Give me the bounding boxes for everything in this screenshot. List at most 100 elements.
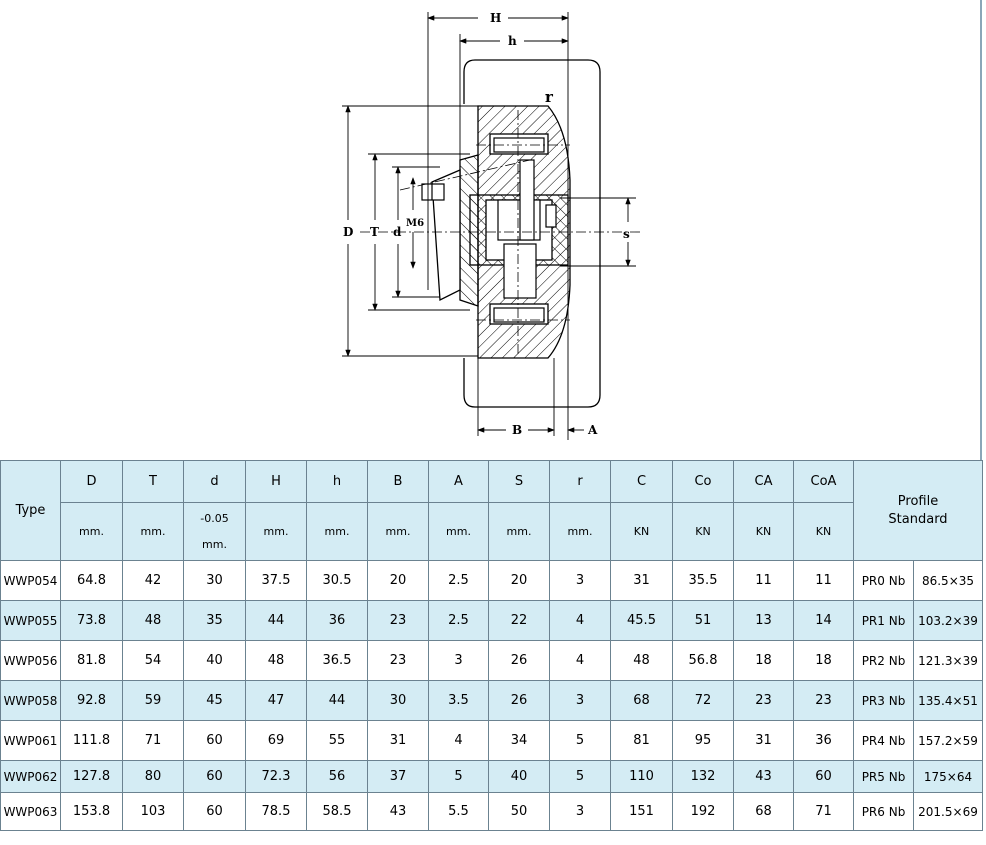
unit-CoA: KN [793,502,854,561]
header-A: A [428,460,489,503]
cell-t: 54 [122,640,184,681]
table-header-row: Type D T d H h B A S r C Co CA CoA Profi… [0,460,983,561]
dim-label-B: B [512,423,522,437]
cell-co: 56.8 [672,640,734,681]
cell-c: 31 [610,560,673,601]
unit-CA: KN [733,502,794,561]
m6-screw [421,183,445,201]
cell-d: 35 [183,600,246,641]
cell-d: 60 [183,720,246,761]
unit-Co: KN [672,502,734,561]
dim-label-H: H [490,11,501,25]
cell-h: 69 [245,720,307,761]
header-CA: CA [733,460,794,503]
cell-ca: 68 [733,792,794,831]
cell-d: 111.8 [60,720,123,761]
cell-profile: PR4 Nb [853,720,914,761]
cell-profile: PR6 Nb [853,792,914,831]
cell-a: 5.5 [428,792,489,831]
cell-co: 72 [672,680,734,721]
cell-profile: PR5 Nb [853,760,914,793]
cell-profile: PR0 Nb [853,560,914,601]
cell-h: 55 [306,720,368,761]
cell-c: 68 [610,680,673,721]
cell-h: 37.5 [245,560,307,601]
cell-profile-size: 201.5×69 [913,792,983,831]
unit-H: mm. [245,502,307,561]
cell-h: 44 [306,680,368,721]
cell-b: 37 [367,760,429,793]
dim-label-d: d [393,225,402,239]
cell-ca: 18 [733,640,794,681]
bearing-spec-table: Type D T d H h B A S r C Co CA CoA Profi… [0,460,983,831]
cell-co: 35.5 [672,560,734,601]
cell-d: 127.8 [60,760,123,793]
unit-B: mm. [367,502,429,561]
unit-D: mm. [60,502,123,561]
unit-C: KN [610,502,673,561]
cell-co: 132 [672,760,734,793]
cell-c: 48 [610,640,673,681]
cell-d: 45 [183,680,246,721]
cell-r: 5 [549,720,611,761]
cell-profile-size: 86.5×35 [913,560,983,601]
cell-c: 151 [610,792,673,831]
header-profile-standard: Profile Standard [853,460,983,561]
cell-c: 110 [610,760,673,793]
cell-profile-size: 135.4×51 [913,680,983,721]
cell-d: 30 [183,560,246,601]
cell-d: 73.8 [60,600,123,641]
cell-h: 48 [245,640,307,681]
cell-t: 80 [122,760,184,793]
cell-profile: PR3 Nb [853,680,914,721]
header-H: H [245,460,307,503]
cell-t: 71 [122,720,184,761]
cell-d: 40 [183,640,246,681]
cell-d: 60 [183,792,246,831]
cell-d: 81.8 [60,640,123,681]
dimension-labels: H h r D T d M6 s B A [343,11,630,437]
cell-ca: 11 [733,560,794,601]
header-type: Type [0,460,61,561]
dim-label-s: s [623,227,630,241]
header-S: S [488,460,550,503]
cell-a: 4 [428,720,489,761]
cell-type: WWP058 [0,680,61,721]
page-edge [980,0,982,460]
cell-co: 192 [672,792,734,831]
cell-type: WWP062 [0,760,61,793]
cell-h: 72.3 [245,760,307,793]
dim-label-m6: M6 [406,218,424,229]
dim-label-r: r [545,88,554,106]
cell-c: 45.5 [610,600,673,641]
cell-a: 5 [428,760,489,793]
dim-label-h: h [508,34,517,48]
cell-d: 153.8 [60,792,123,831]
cell-b: 20 [367,560,429,601]
header-Co: Co [672,460,734,503]
cell-coa: 14 [793,600,854,641]
cell-a: 3.5 [428,680,489,721]
technical-drawing: H h r D T d M6 s B A [342,0,982,460]
cell-r: 4 [549,600,611,641]
cell-h: 58.5 [306,792,368,831]
cell-h: 47 [245,680,307,721]
header-d: d [183,460,246,503]
unit-r: mm. [549,502,611,561]
centre-lines [360,110,640,356]
cell-type: WWP063 [0,792,61,831]
cell-r: 3 [549,560,611,601]
cell-a: 3 [428,640,489,681]
cell-coa: 11 [793,560,854,601]
cell-h: 36 [306,600,368,641]
cell-b: 43 [367,792,429,831]
cell-type: WWP054 [0,560,61,601]
table-unit-row: mm. mm. -0.05 mm. mm. mm. mm. mm. mm. mm… [1,502,983,561]
dim-label-T: T [370,225,379,239]
